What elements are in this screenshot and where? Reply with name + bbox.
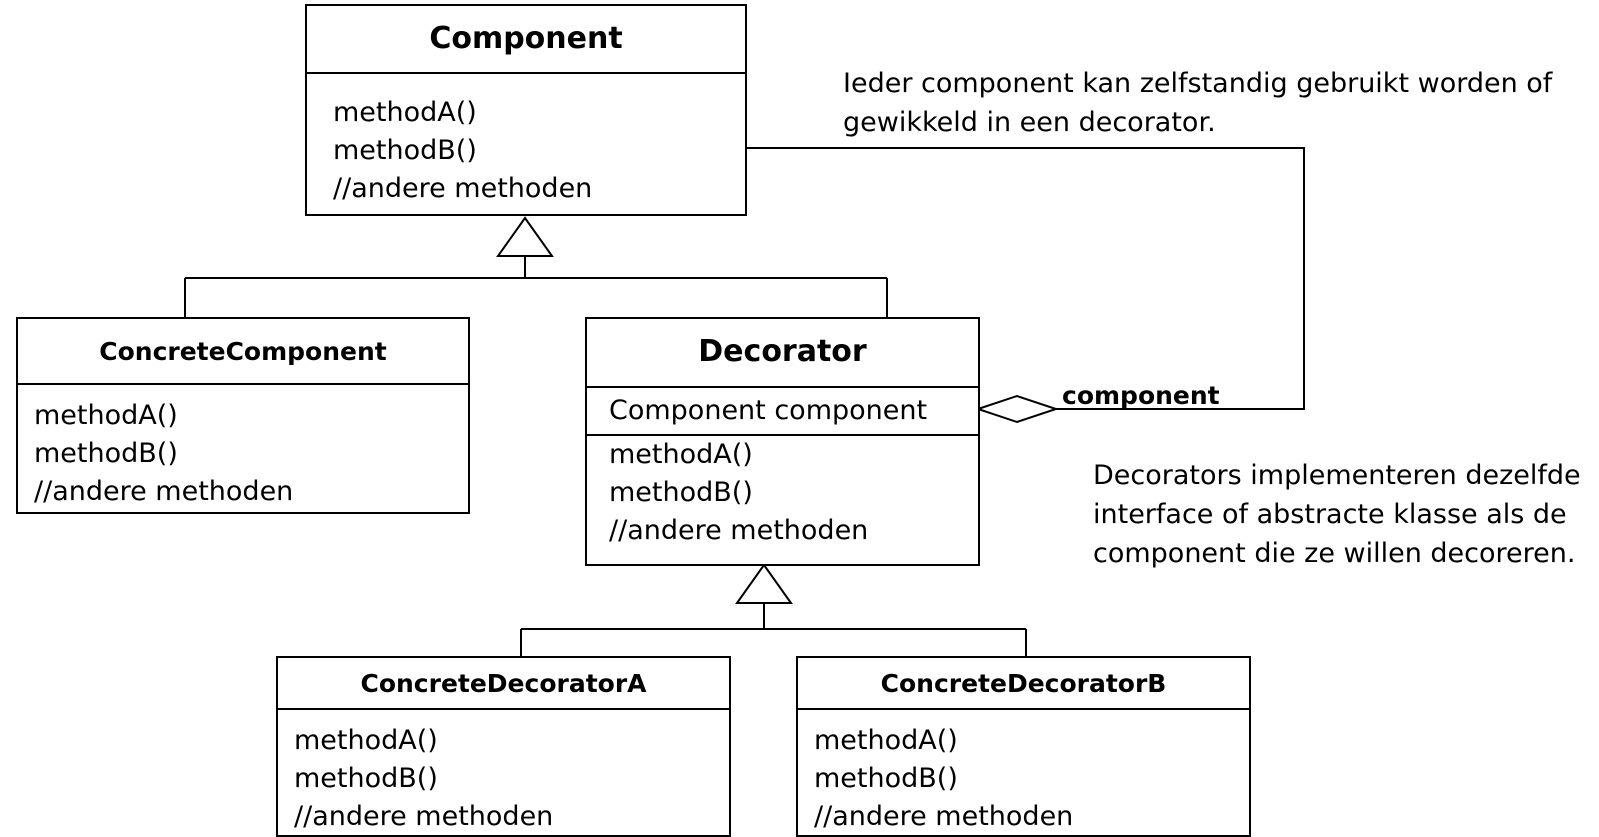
class-concrete-decorator-b: ConcreteDecoratorB methodA() methodB() /…	[796, 656, 1251, 837]
method-item: methodB()	[609, 477, 753, 508]
method-item: methodB()	[814, 763, 958, 794]
class-name: Component	[307, 6, 745, 74]
generalization-arrow-component	[496, 216, 554, 257]
class-name: ConcreteDecoratorA	[278, 658, 729, 710]
method-list: methodA() methodB() //andere methoden	[18, 385, 468, 511]
inheritance-to-component	[184, 216, 888, 317]
method-list: methodA() methodB() //andere methoden	[278, 710, 729, 836]
method-item: //andere methoden	[294, 801, 554, 832]
aggregation-decorator-component	[745, 147, 1305, 424]
decorator-note: Decorators implementeren dezelfde interf…	[1093, 456, 1581, 573]
class-concrete-decorator-a: ConcreteDecoratorA methodA() methodB() /…	[276, 656, 731, 837]
attribute-list: Component component	[587, 388, 978, 436]
method-item: methodB()	[34, 438, 178, 469]
generalization-arrow-decorator	[735, 563, 793, 604]
class-concrete-component: ConcreteComponent methodA() methodB() //…	[16, 317, 470, 514]
method-list: methodA() methodB() //andere methoden	[587, 436, 978, 550]
aggregation-diamond	[974, 394, 1060, 424]
class-component: Component methodA() methodB() //andere m…	[305, 4, 747, 216]
method-item: methodA()	[333, 97, 477, 128]
note-line: interface of abstracte klasse als de	[1093, 499, 1567, 530]
component-note: Ieder component kan zelfstandig gebruikt…	[843, 64, 1552, 142]
method-list: methodA() methodB() //andere methoden	[307, 74, 745, 208]
method-item: //andere methoden	[333, 173, 593, 204]
class-decorator: Decorator Component component methodA() …	[585, 317, 980, 566]
method-item: methodA()	[814, 725, 958, 756]
association-label: component	[1062, 381, 1220, 410]
method-item: methodB()	[333, 135, 477, 166]
method-item: //andere methoden	[609, 515, 869, 546]
method-item: //andere methoden	[34, 476, 294, 507]
method-item: methodB()	[294, 763, 438, 794]
class-name: Decorator	[587, 319, 978, 388]
method-list: methodA() methodB() //andere methoden	[798, 710, 1249, 836]
method-item: methodA()	[34, 400, 178, 431]
inheritance-to-decorator	[520, 563, 1027, 656]
attribute-item: Component component	[609, 395, 928, 426]
class-name: ConcreteDecoratorB	[798, 658, 1249, 710]
note-line: Decorators implementeren dezelfde	[1093, 460, 1581, 491]
method-item: //andere methoden	[814, 801, 1074, 832]
method-item: methodA()	[609, 439, 753, 470]
note-line: component die ze willen decoreren.	[1093, 538, 1576, 569]
note-line: gewikkeld in een decorator.	[843, 107, 1216, 138]
class-name: ConcreteComponent	[18, 319, 468, 385]
method-item: methodA()	[294, 725, 438, 756]
note-line: Ieder component kan zelfstandig gebruikt…	[843, 68, 1553, 99]
